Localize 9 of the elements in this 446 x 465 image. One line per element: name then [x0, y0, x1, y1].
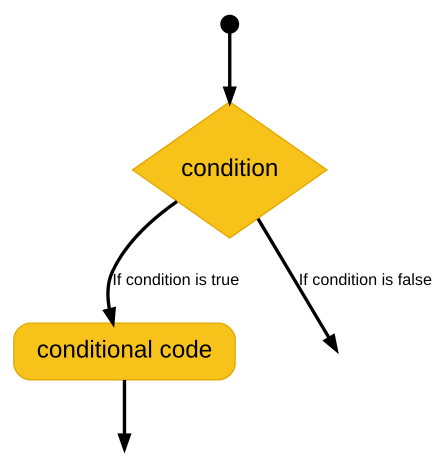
arrow [117, 380, 132, 454]
arrow [222, 33, 237, 107]
arrow [102, 200, 178, 328]
edge-label: If condition is true [112, 270, 240, 289]
node-circle [220, 14, 240, 34]
node-box: conditional code [13, 322, 236, 380]
node-diamond: condition [131, 100, 328, 239]
edge-label: If condition is false [298, 270, 432, 289]
arrow [256, 218, 339, 354]
